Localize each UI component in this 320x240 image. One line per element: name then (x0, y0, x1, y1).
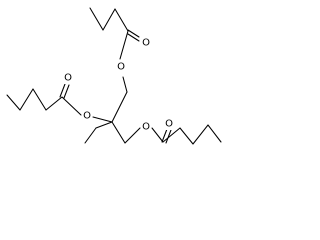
bond-ethyl-1 (95, 121, 113, 129)
bond-left-carbonyl-b (63, 84, 70, 99)
bond-top-ch2-quat (111, 91, 128, 123)
bond-right-chain-1 (162, 127, 181, 143)
bond-left-c-o (61, 96, 82, 116)
bond-left-chain-1 (6, 94, 21, 111)
bond-top-chain-2 (102, 8, 116, 31)
atom-top-ether-oxygen: O (116, 60, 126, 73)
atom-top-carbonyl-oxygen: O (141, 37, 151, 49)
bond-right-chain-4 (207, 124, 222, 143)
atom-left-carbonyl-oxygen: O (63, 72, 73, 84)
bond-left-o-ch2 (92, 116, 113, 123)
structural-formula: O O O O O O (6, 7, 222, 145)
bond-left-chain-3 (32, 88, 47, 111)
oxygen-label: O (142, 38, 150, 49)
bond-top-chain-3 (114, 8, 129, 32)
bond-left-carbonyl-a (59, 83, 66, 98)
oxygen-label: O (142, 122, 150, 133)
oxygen-label: O (117, 62, 125, 73)
oxygen-label: O (64, 73, 72, 84)
bond-right-ch2-o (124, 127, 141, 144)
bonds (6, 7, 222, 145)
atom-labels: O O O O O O (63, 37, 174, 133)
atom-right-carbonyl-oxygen: O (164, 118, 174, 130)
bond-top-carbonyl-a (127, 29, 140, 38)
bond-ethyl-2 (84, 127, 97, 144)
bond-top-carbonyl-b (127, 33, 140, 42)
bond-right-carbonyl-a (161, 128, 168, 143)
atom-right-ether-oxygen: O (141, 121, 151, 133)
bond-left-chain-4 (45, 96, 63, 111)
bond-right-chain-2 (179, 127, 194, 145)
bond-left-chain-2 (19, 88, 34, 111)
bond-right-o-c (151, 127, 164, 143)
bond-top-o-ch2 (122, 76, 128, 93)
bond-top-chain-1 (89, 7, 104, 31)
bond-quat-right-ch2 (111, 121, 126, 144)
bond-right-carbonyl-b (165, 129, 172, 144)
oxygen-label: O (165, 119, 173, 130)
atom-left-ether-oxygen: O (82, 110, 92, 122)
oxygen-label: O (83, 111, 91, 122)
bond-right-chain-3 (192, 124, 209, 145)
bond-top-chain-4 (119, 30, 129, 60)
